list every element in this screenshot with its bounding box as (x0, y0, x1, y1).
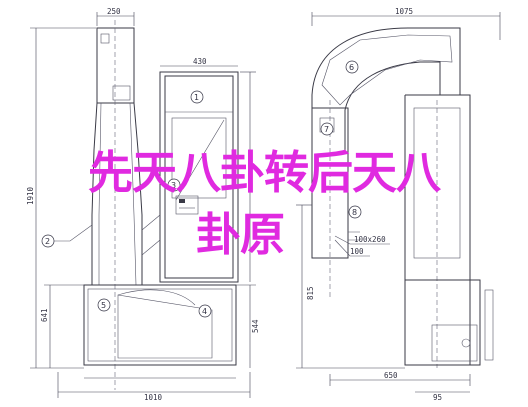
left-column-inner-r (129, 102, 137, 286)
left-hopper-hatch-top (100, 33, 110, 44)
dim-right-base-height: 815 (306, 286, 315, 300)
right-motor-indicator (461, 338, 471, 348)
overlay-title-line-2: 卦原 (196, 208, 285, 261)
right-base (404, 279, 481, 366)
left-connector-lines (141, 214, 161, 256)
right-duct-hatch (321, 34, 453, 106)
left-column-inner-l (98, 102, 102, 285)
callout-1: 1 (190, 90, 204, 104)
dim-left-top-width: 250 (107, 7, 121, 16)
left-cabinet (159, 71, 239, 283)
callout-7-label: 7 (324, 125, 329, 134)
callout-6-label: 6 (349, 63, 354, 72)
right-duct-leader (334, 235, 390, 245)
callout-5: 5 (97, 298, 111, 312)
dim-right-bottom-small: 95 (433, 393, 442, 402)
dim-left-base-right-height: 544 (251, 319, 260, 333)
left-machine (30, 12, 256, 398)
dim-right-bottom-width: 650 (384, 371, 398, 380)
right-machine (296, 12, 501, 393)
left-column-outline-r (133, 102, 143, 285)
right-motor-box (431, 324, 478, 362)
right-side-rail (484, 289, 494, 361)
dim-right-top-width: 1075 (395, 7, 413, 16)
callout-3: 3 (167, 178, 181, 192)
left-cabinet-inner (164, 75, 234, 279)
dim-right-duct-offset: 100 (350, 247, 364, 256)
overlay-title-line-1: 先天八卦转后天八 (87, 146, 441, 199)
left-column-outline-l (91, 102, 98, 285)
dim-left-total-height: 1910 (26, 186, 35, 205)
left-base-hatch (117, 294, 213, 359)
left-control-indicator (179, 199, 185, 203)
callout-8: 8 (348, 205, 362, 219)
callout-2: 2 (41, 234, 55, 248)
callout-2-leader (54, 224, 93, 242)
right-duct-arch-inner (344, 61, 441, 150)
callout-4: 4 (198, 304, 212, 318)
dim-left-mid-width: 430 (193, 57, 207, 66)
right-branch (348, 231, 360, 241)
right-offset-leader (334, 239, 370, 257)
dim-left-base-height: 641 (40, 308, 49, 322)
left-cabinet-diag (175, 119, 225, 201)
dim-right-duct-size: 100x260 (354, 235, 386, 244)
callout-2-label: 2 (45, 237, 50, 246)
callout-5-label: 5 (101, 301, 106, 310)
left-base-curve (117, 289, 196, 306)
callout-3-label: 3 (171, 181, 176, 190)
left-hopper-hatch-bottom (112, 85, 131, 101)
left-top-hopper (96, 27, 135, 104)
callout-6: 6 (345, 60, 359, 74)
left-control-box (175, 195, 199, 215)
right-cabinet-right (405, 94, 471, 365)
right-duct-arch-outer (311, 27, 461, 150)
left-cabinet-panel (171, 117, 227, 199)
callout-4-label: 4 (202, 307, 207, 316)
dim-left-bottom-width: 1010 (144, 393, 163, 402)
callout-7: 7 (320, 122, 334, 136)
left-base-inner (87, 288, 233, 362)
callout-8-label: 8 (352, 208, 357, 217)
left-base (83, 284, 237, 366)
callout-1-label: 1 (194, 93, 199, 102)
